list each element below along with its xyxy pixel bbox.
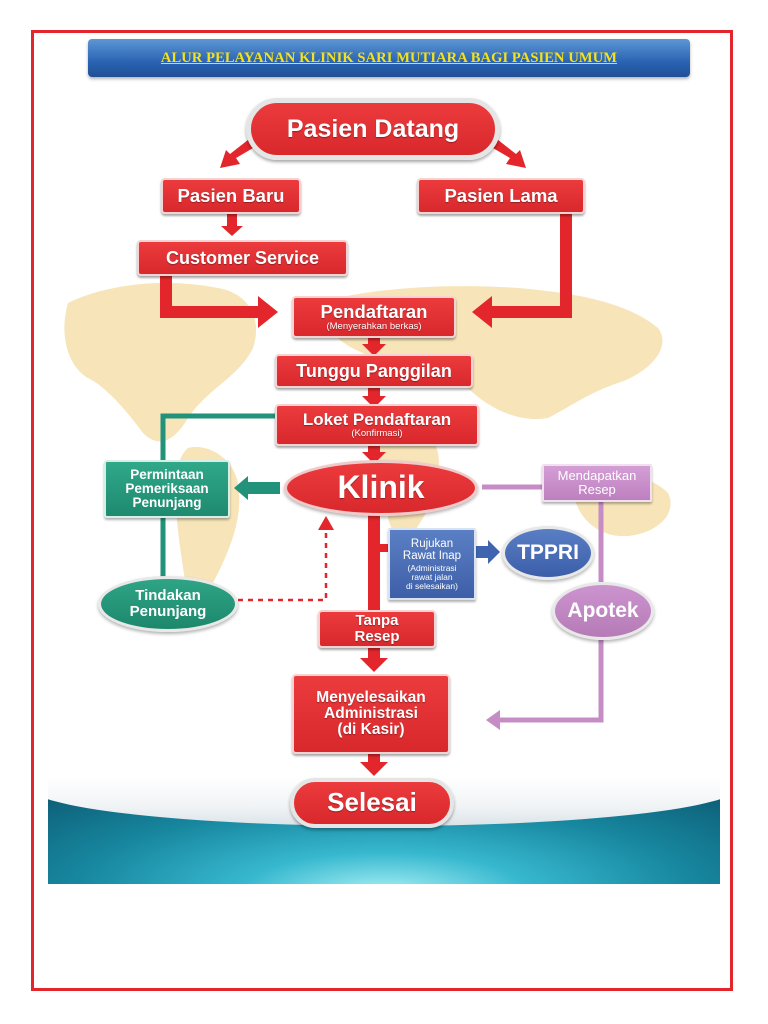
node-permintaan-pemeriksaan: Permintaan Pemeriksaan Penunjang (104, 460, 230, 518)
node-label-line2: Penunjang (129, 603, 207, 620)
node-pasien-baru: Pasien Baru (161, 178, 301, 214)
node-apotek: Apotek (552, 582, 654, 640)
title-banner: ALUR PELAYANAN KLINIK SARI MUTIARA BAGI … (88, 39, 690, 77)
node-label: Pasien Baru (177, 185, 285, 207)
page-title: ALUR PELAYANAN KLINIK SARI MUTIARA BAGI … (160, 49, 618, 66)
node-pasien-lama: Pasien Lama (417, 178, 585, 214)
node-label: Loket Pendaftaran (302, 409, 452, 429)
node-label: Klinik (337, 469, 425, 506)
node-label-line1: Rujukan (410, 537, 454, 550)
node-klinik: Klinik (284, 460, 478, 516)
node-label-line2: Pemeriksaan (125, 480, 209, 496)
node-label: Pasien Lama (444, 185, 558, 207)
node-customer-service: Customer Service (137, 240, 348, 276)
node-menyelesaikan-administrasi: Menyelesaikan Administrasi (di Kasir) (292, 674, 450, 754)
page-border (31, 30, 733, 991)
node-label-line2: Resep (354, 628, 400, 645)
node-label: Pasien Datang (286, 114, 460, 143)
node-label-line1: Mendapatkan (557, 468, 637, 484)
node-label-line1: Tanpa (355, 612, 399, 630)
node-label-line2: Resep (578, 482, 616, 497)
node-label-line1: Permintaan (130, 466, 204, 482)
node-sublabel-line2: rawat jalan (411, 571, 453, 582)
node-label: Selesai (327, 787, 417, 818)
node-tanpa-resep: Tanpa Resep (318, 610, 436, 648)
node-loket-pendaftaran: Loket Pendaftaran (Konfirmasi) (275, 404, 479, 446)
node-tunggu-panggilan: Tunggu Panggilan (275, 354, 473, 388)
flowchart: Pasien Datang Pasien Baru Pasien Lama Cu… (48, 88, 720, 884)
node-label: Pendaftaran (320, 300, 428, 322)
node-sublabel-line1: (Administrasi (407, 562, 457, 573)
node-tppri: TPPRI (502, 526, 594, 580)
node-label: Apotek (567, 598, 639, 622)
node-label-line2: Administrasi (324, 704, 418, 722)
node-sublabel: (Menyerahkan berkas) (326, 321, 422, 333)
node-pasien-datang: Pasien Datang (246, 98, 500, 160)
node-label: TPPRI (517, 540, 579, 564)
node-label-line1: Menyelesaikan (316, 688, 426, 706)
node-rujukan-rawat-inap: Rujukan Rawat Inap (Administrasi rawat j… (388, 528, 476, 600)
node-label-line3: (di Kasir) (337, 721, 405, 739)
node-label: Tunggu Panggilan (296, 360, 452, 381)
node-label-line3: Penunjang (132, 495, 202, 511)
node-label-line2: Rawat Inap (402, 549, 462, 562)
node-pendaftaran: Pendaftaran (Menyerahkan berkas) (292, 296, 456, 338)
node-mendapatkan-resep: Mendapatkan Resep (542, 464, 652, 502)
node-selesai: Selesai (290, 778, 454, 828)
node-label: Customer Service (165, 247, 320, 268)
node-tindakan-penunjang: Tindakan Penunjang (98, 576, 238, 632)
node-sublabel: (Konfirmasi) (351, 428, 403, 440)
node-label-line1: Tindakan (135, 587, 201, 605)
node-sublabel-line3: di selesaikan) (406, 580, 458, 591)
